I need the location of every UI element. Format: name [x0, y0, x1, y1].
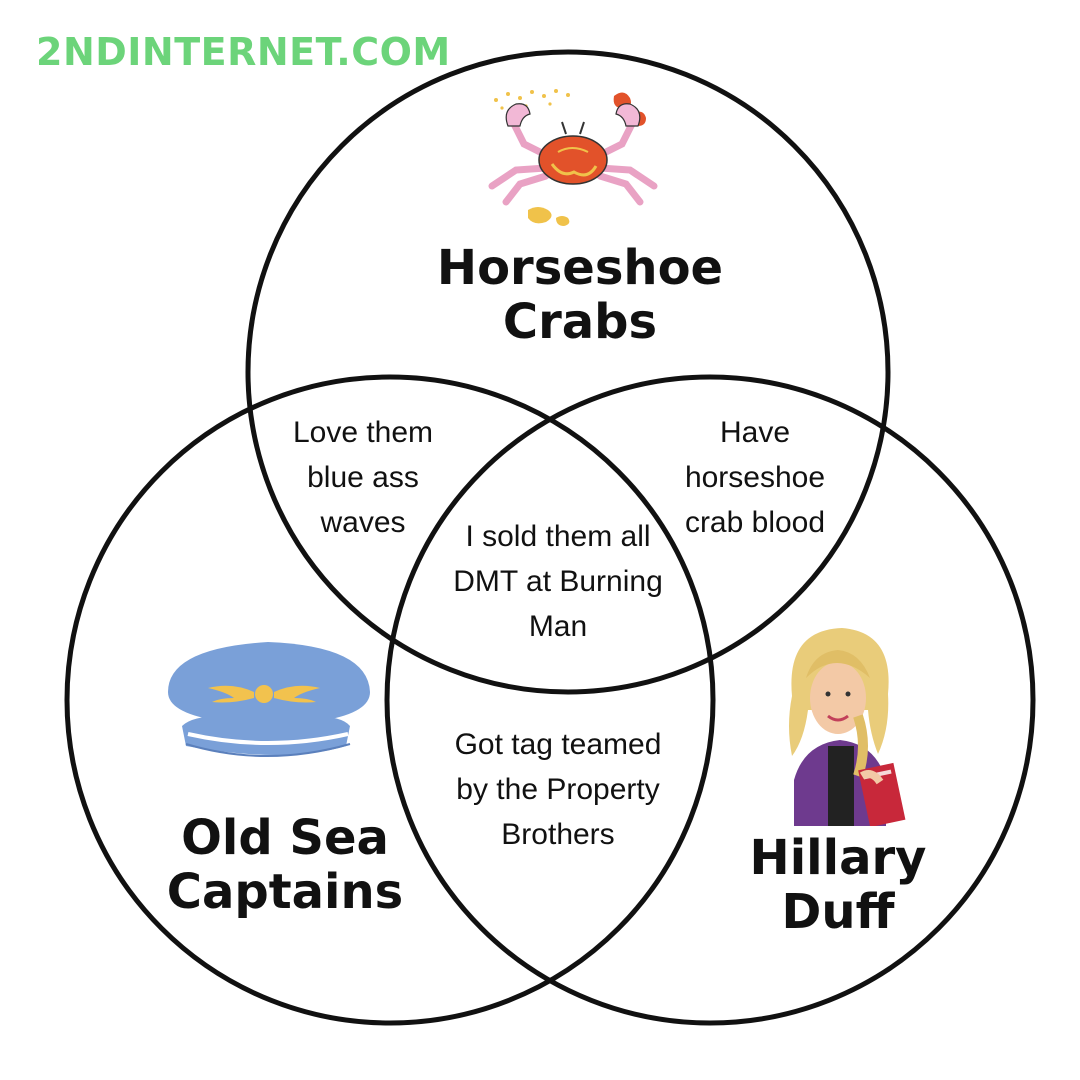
- region-captains-hillary: Got tag teamed by the Property Brothers: [454, 728, 662, 851]
- circle-old-sea-captains: [64, 374, 716, 1026]
- circle-horseshoe-crabs: [245, 49, 891, 695]
- crab-illustration: [488, 89, 658, 226]
- title-hillary-duff: Hillary Duff: [749, 830, 927, 940]
- title-old-sea-captains: Old Sea Captains: [166, 810, 404, 920]
- captain-hat-illustration: [168, 642, 370, 757]
- title-horseshoe-crabs: Horseshoe Crabs: [436, 240, 724, 350]
- site-watermark: 2NDINTERNET.COM: [36, 30, 451, 74]
- hillary-duff-portrait: [789, 628, 906, 826]
- circle-hillary-duff: [384, 374, 1036, 1026]
- region-crabs-hillary: Have horseshoe crab blood: [684, 416, 826, 539]
- region-all-three: I sold them all DMT at Burning Man: [453, 520, 663, 643]
- region-crabs-captains: Love them blue ass waves: [292, 416, 434, 539]
